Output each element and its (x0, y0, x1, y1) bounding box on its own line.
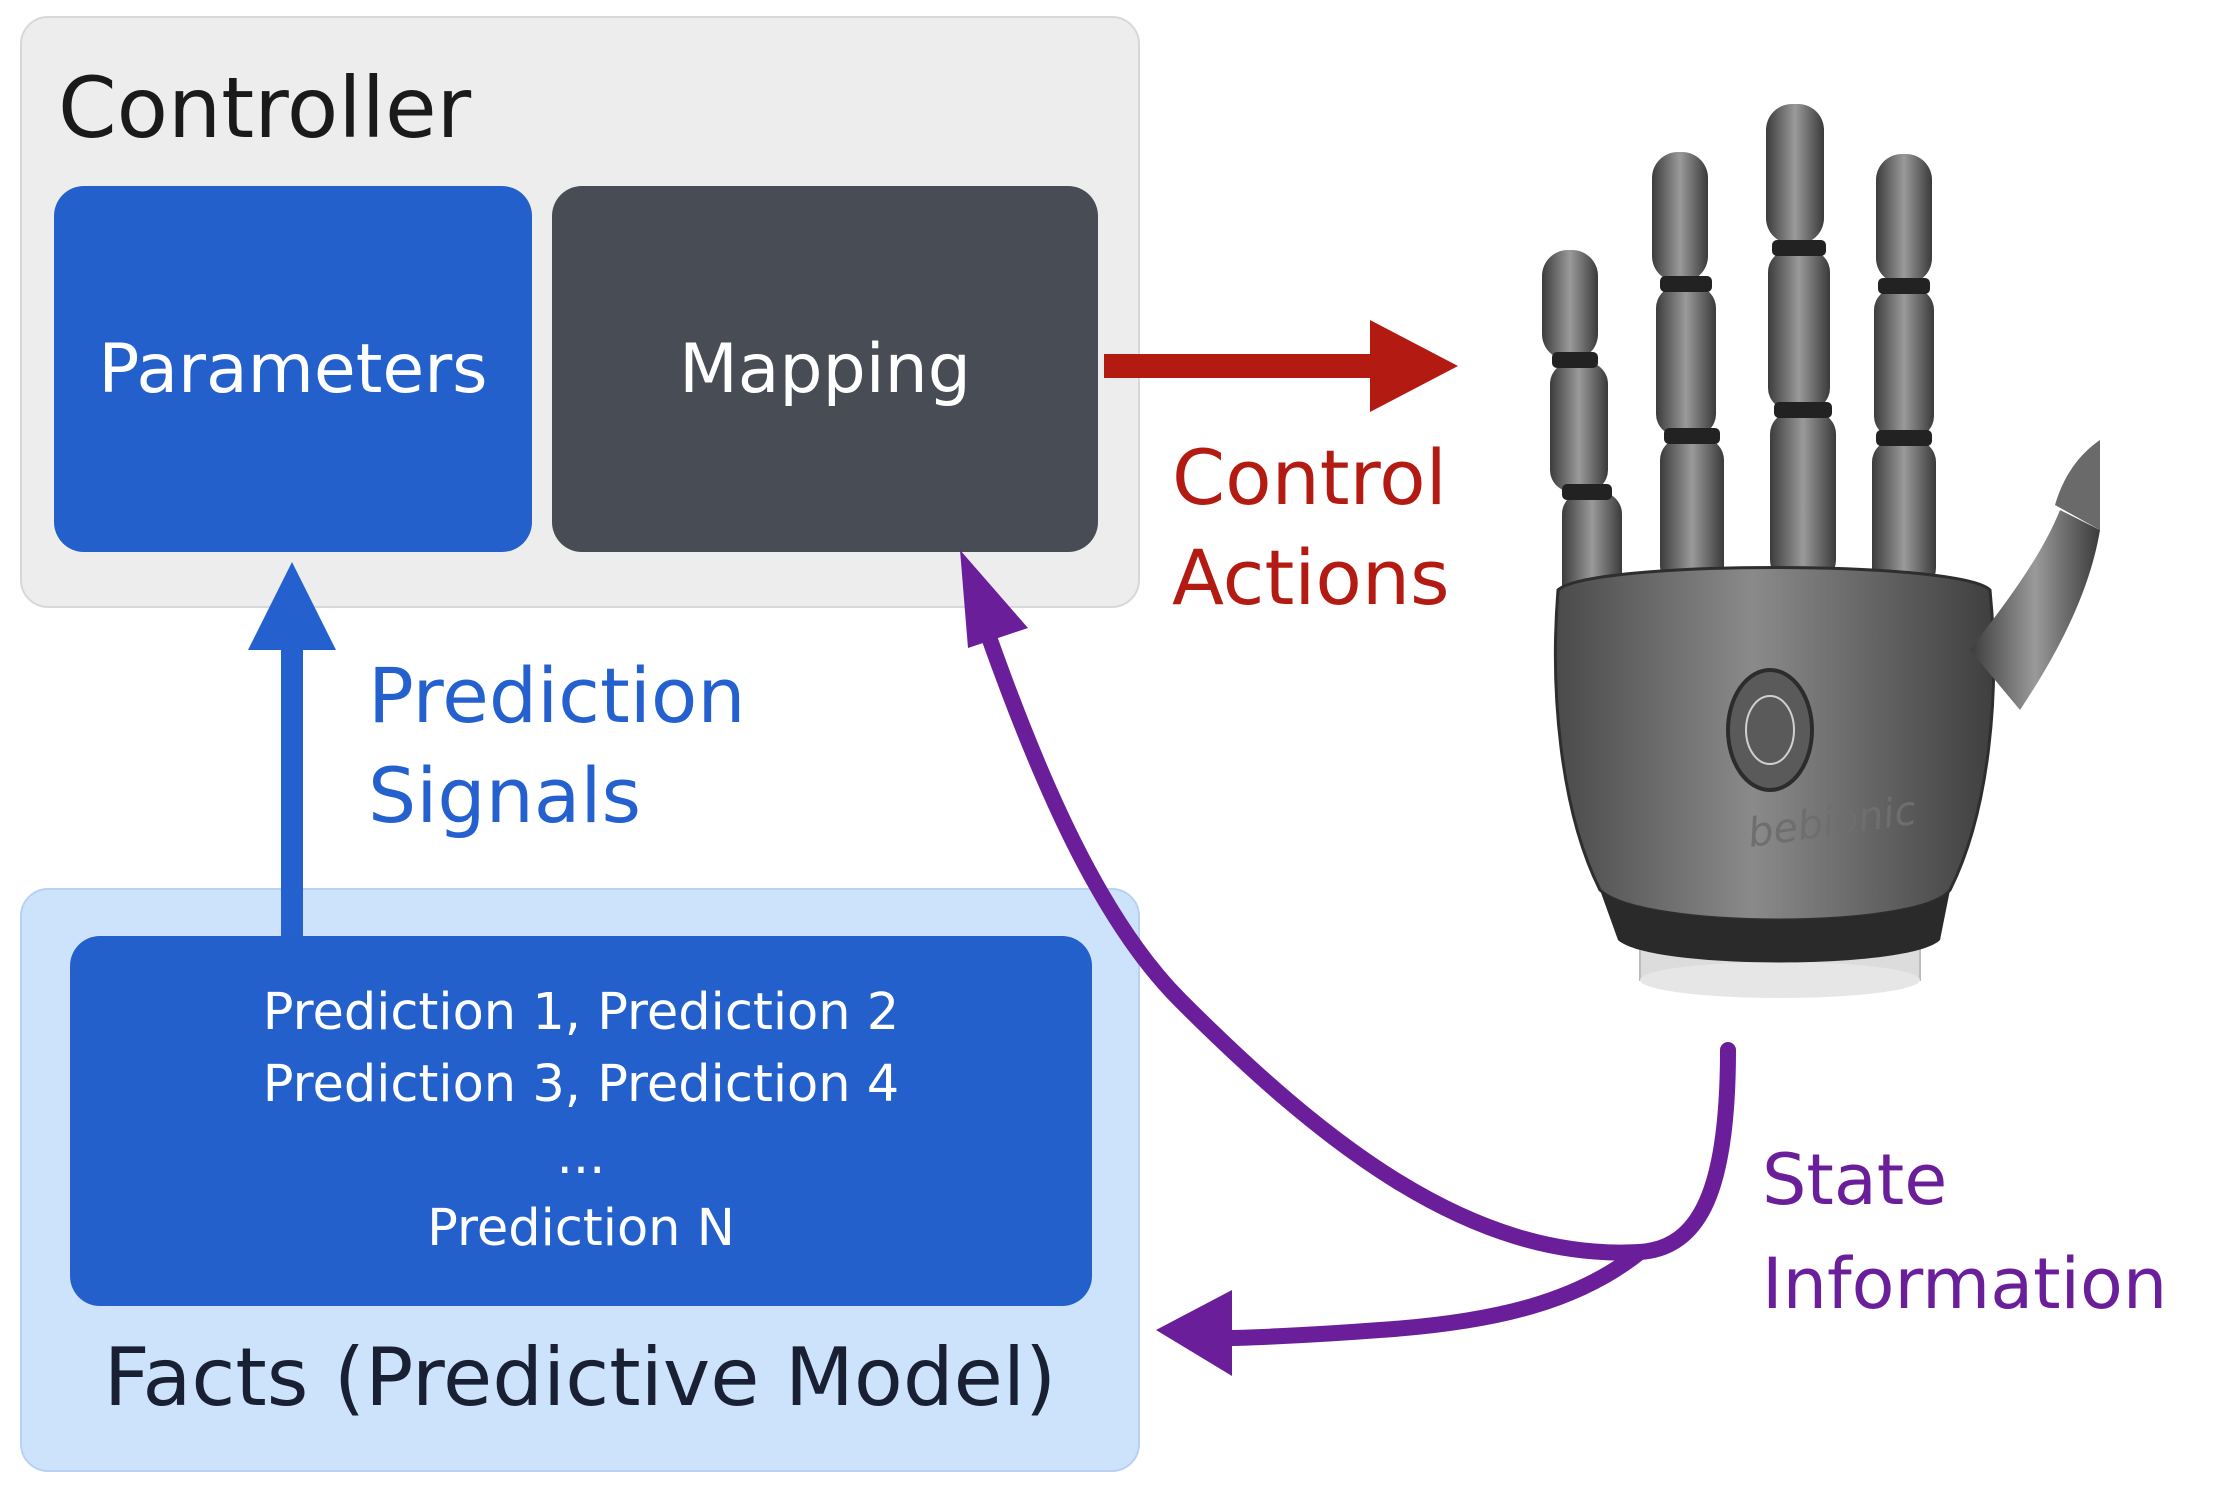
prediction-line: Prediction N (427, 1199, 735, 1258)
predictions-box: Prediction 1, Prediction 2 Prediction 3,… (70, 936, 1092, 1306)
prediction-ellipsis: ... (556, 1127, 606, 1186)
thumb (1970, 440, 2100, 710)
control-actions-line-2: Actions (1172, 533, 1450, 622)
ring-finger (1652, 152, 1724, 588)
middle-finger (1766, 104, 1836, 582)
parameters-label: Parameters (98, 329, 488, 409)
prediction-line: Prediction 3, Prediction 4 (262, 1055, 900, 1114)
state-information-line-1: State (1762, 1139, 1948, 1221)
mapping-box: Mapping (552, 186, 1098, 552)
little-finger (1542, 250, 1622, 612)
state-information-label: State Information (1762, 1128, 2167, 1336)
prediction-signals-line-1: Prediction (368, 651, 746, 740)
control-actions-arrow (1104, 320, 1458, 412)
state-to-facts-arrowhead (1156, 1290, 1232, 1376)
prosthetic-hand-illustration: bebionic (1542, 104, 2100, 998)
prediction-signals-line-2: Signals (368, 751, 642, 840)
finger-joints (1552, 240, 1932, 500)
mapping-label: Mapping (679, 329, 971, 409)
control-actions-label: Control Actions (1172, 428, 1450, 628)
index-finger (1872, 154, 1936, 590)
state-information-line-2: Information (1762, 1243, 2168, 1325)
control-actions-line-1: Control (1172, 433, 1447, 522)
facts-title: Facts (Predictive Model) (103, 1331, 1057, 1424)
logo-medallion (1726, 668, 1814, 792)
prediction-line: Prediction 1, Prediction 2 (262, 983, 900, 1042)
controller-title: Controller (58, 59, 472, 157)
parameters-box: Parameters (54, 186, 532, 552)
prediction-signals-arrow (248, 562, 336, 936)
prediction-signals-label: Prediction Signals (368, 646, 746, 846)
